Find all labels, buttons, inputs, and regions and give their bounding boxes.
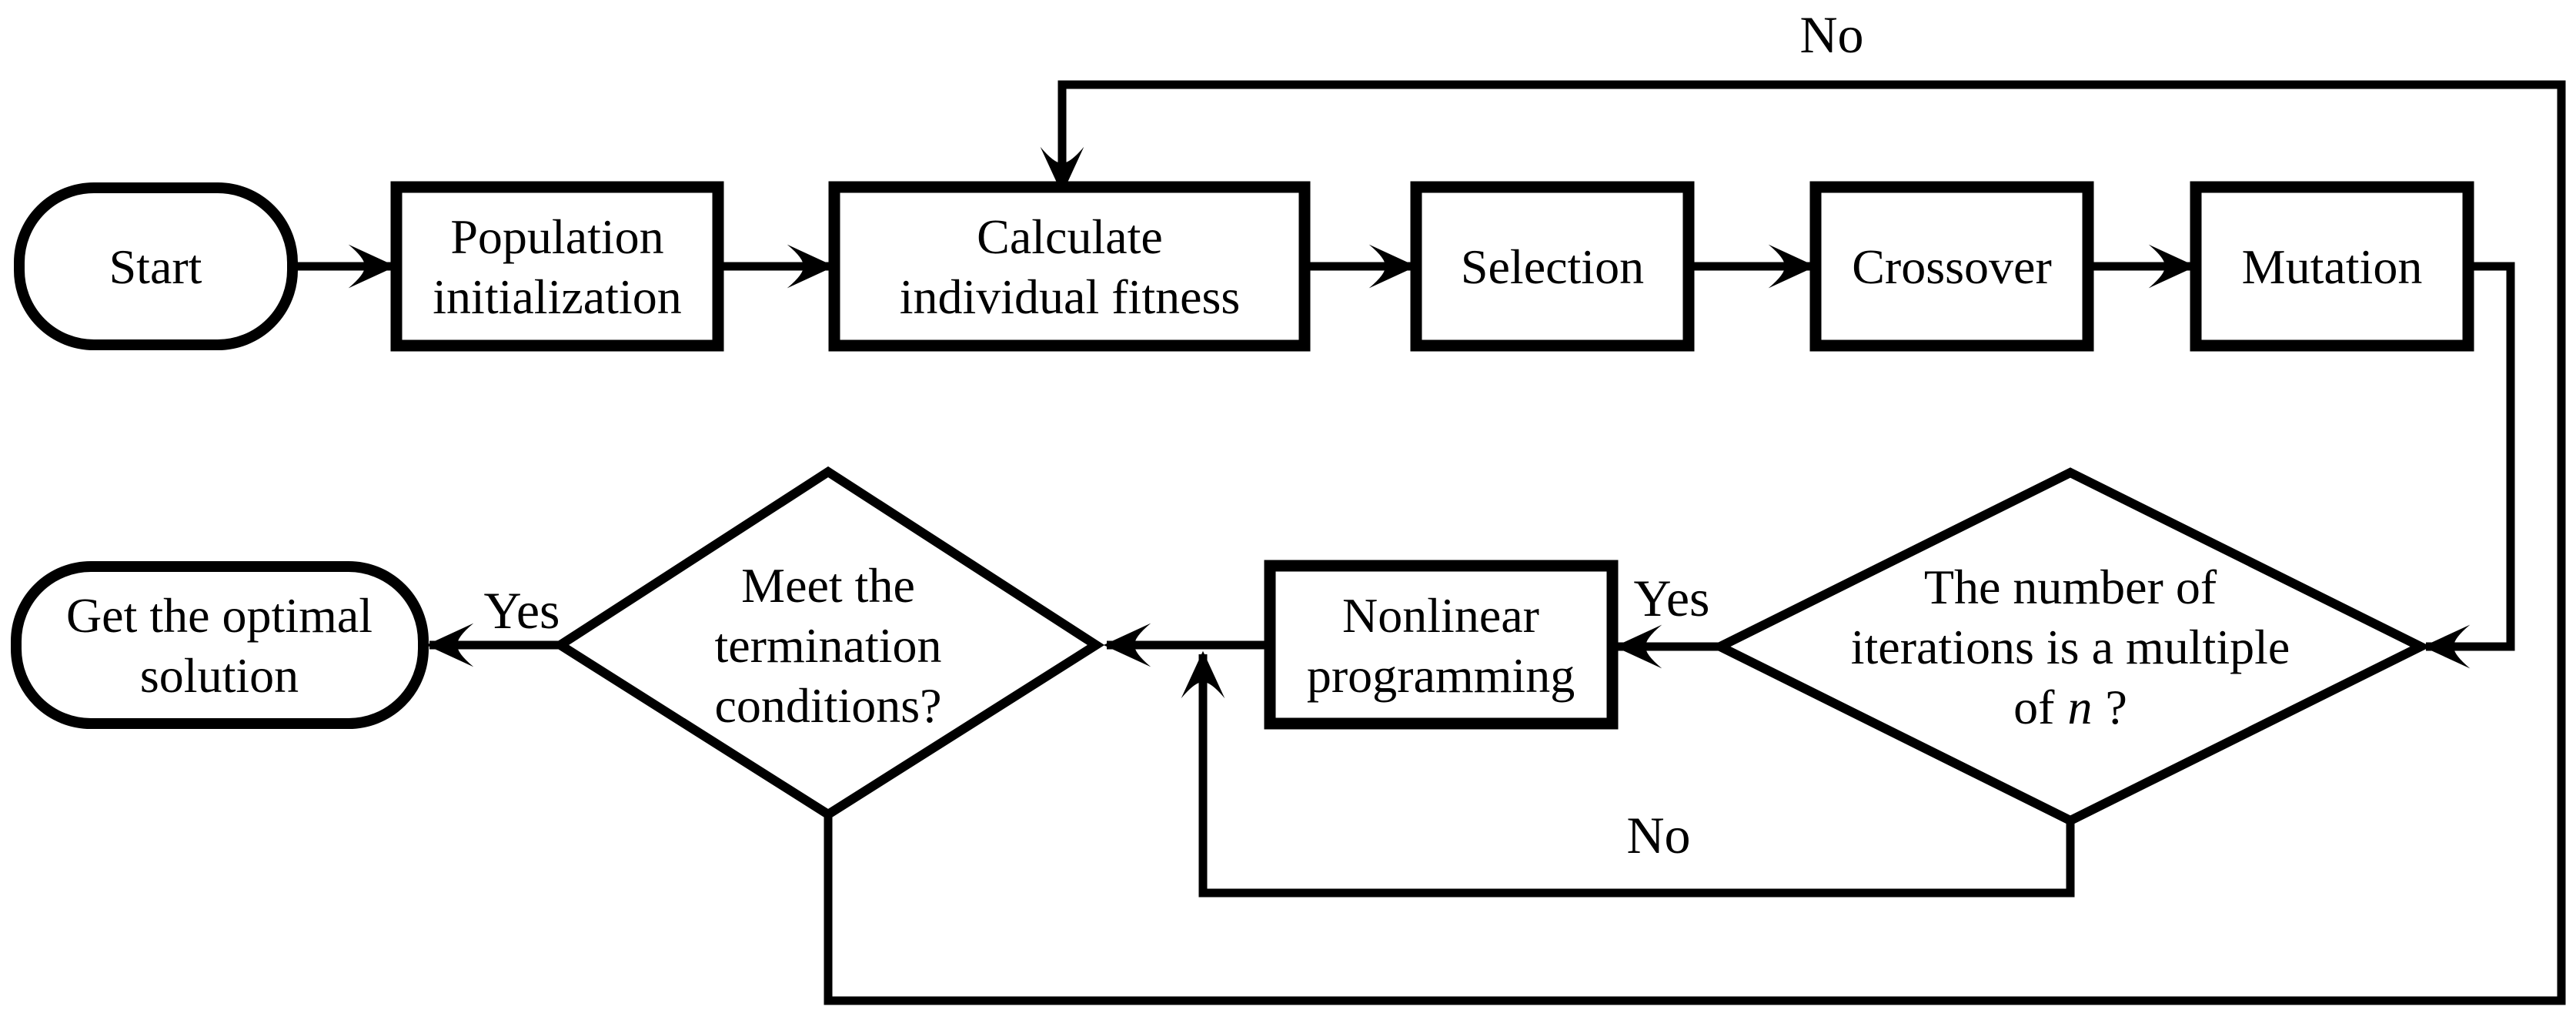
node-calculate-fitness	[828, 181, 1311, 352]
edge-label-no-iteration: No	[1626, 806, 1690, 864]
termination-label-line1: Meet the	[741, 558, 915, 613]
node-iteration-check	[1709, 467, 2431, 826]
edge-termination-no-loop	[824, 80, 2566, 1005]
node-start	[14, 182, 298, 350]
crossover-label: Crossover	[1852, 239, 2052, 294]
selection-label: Selection	[1461, 239, 1644, 294]
node-termination-check	[551, 466, 1105, 821]
node-optimal-solution	[11, 561, 429, 729]
node-crossover	[1809, 181, 2094, 352]
edge-iteration-no-loop	[1181, 650, 2075, 898]
edges	[292, 80, 2566, 1005]
mutation-label: Mutation	[2242, 239, 2423, 294]
edge-label-yes-iteration: Yes	[1634, 569, 1710, 627]
nonlinear-label-line1: Nonlinear	[1342, 588, 1539, 643]
calculate-label-line1: Calculate	[977, 209, 1163, 264]
termination-label-line2: termination	[714, 618, 941, 673]
optimal-solution-label-line2: solution	[140, 648, 299, 703]
edge-label-no-top: No	[1799, 5, 1863, 64]
termination-label-line3: conditions?	[714, 678, 941, 733]
nodes	[11, 181, 2474, 826]
node-population-initialization	[390, 181, 724, 352]
optimal-solution-label-line1: Get the optimal	[66, 588, 373, 643]
start-label: Start	[109, 239, 202, 294]
iteration-check-n-variable: n	[2067, 680, 2092, 734]
edge-labels: No Yes No Yes	[484, 5, 1864, 864]
edge-label-yes-termination: Yes	[484, 581, 560, 640]
population-label-line1: Population	[450, 209, 663, 264]
node-labels: Start Population initialization Calculat…	[66, 209, 2422, 734]
population-label-line2: initialization	[433, 269, 681, 324]
node-mutation	[2190, 181, 2474, 352]
iteration-check-of: of	[2013, 680, 2055, 734]
nonlinear-label-line2: programming	[1307, 648, 1575, 703]
node-selection	[1410, 181, 1695, 352]
edge-mutation-to-iteration-check	[2422, 262, 2515, 669]
iteration-check-label-line1: The number of	[1924, 560, 2217, 614]
iteration-check-label-line2: iterations is a multiple	[1851, 620, 2290, 674]
calculate-label-line2: individual fitness	[900, 269, 1241, 324]
node-nonlinear-programming	[1264, 560, 1619, 730]
iteration-check-question-mark: ?	[2105, 680, 2127, 734]
